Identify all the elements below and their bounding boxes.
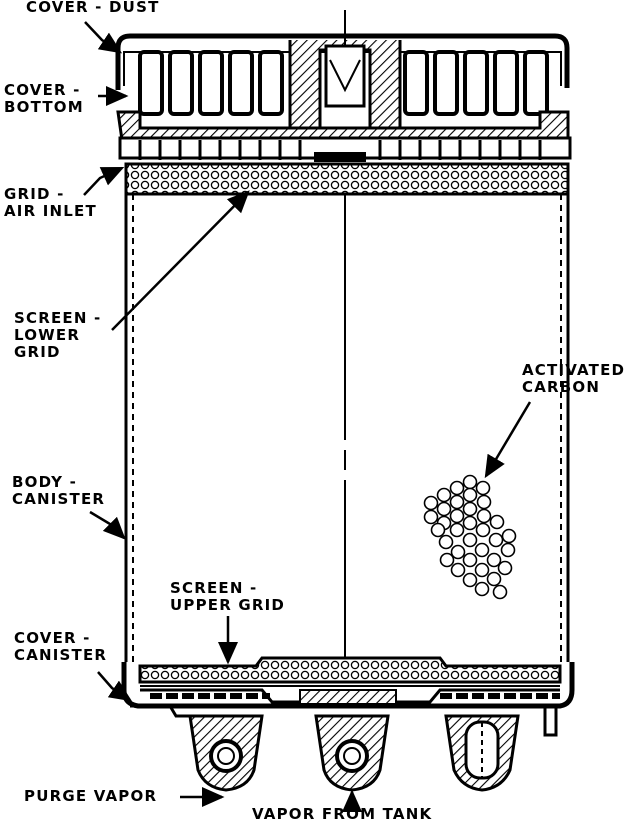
label-line: COVER - DUST [26, 0, 160, 16]
label-line: BODY - [12, 473, 78, 491]
label-line: ACTIVATED [522, 361, 626, 379]
label-line: SCREEN - [14, 309, 102, 327]
label-line: SCREEN - [170, 579, 258, 597]
canister-body [124, 194, 570, 662]
label-line: PURGE VAPOR [24, 787, 158, 805]
label-line: UPPER GRID [170, 596, 286, 614]
label-vapor-from-tank: VAPOR FROM TANK [252, 806, 432, 823]
third-port [444, 714, 520, 792]
label-line: CANISTER [14, 646, 108, 664]
activated-carbon-granules [423, 474, 517, 600]
label-purge-vapor: PURGE VAPOR [24, 788, 157, 805]
label-line: GRID - [4, 185, 65, 203]
purge-vapor-port [188, 714, 264, 792]
label-cover-dust: COVER - DUST [26, 0, 160, 16]
label-line: BOTTOM [4, 98, 84, 116]
label-screen-lower-grid: SCREEN - LOWER GRID [14, 310, 101, 361]
dust-cover [115, 10, 570, 132]
leader-lines [83, 21, 532, 812]
label-screen-upper-grid: SCREEN - UPPER GRID [170, 580, 285, 614]
lower-grid-screen [124, 162, 570, 196]
upper-grid-screen [138, 656, 562, 687]
label-body-canister: BODY - CANISTER [12, 474, 105, 508]
label-line: COVER - [14, 629, 91, 647]
label-line: LOWER [14, 326, 81, 344]
label-line: VAPOR FROM TANK [252, 805, 433, 823]
label-line: AIR INLET [4, 202, 97, 220]
label-line: COVER - [4, 81, 81, 99]
label-line: GRID [14, 343, 61, 361]
label-cover-canister: COVER - CANISTER [14, 630, 107, 664]
label-line: CANISTER [12, 490, 106, 508]
lid-bottom-cover [116, 110, 572, 162]
label-line: CARBON [522, 378, 601, 396]
vapor-from-tank-port [314, 714, 390, 792]
label-cover-bottom: COVER - BOTTOM [4, 82, 84, 116]
label-grid-air-inlet: GRID - AIR INLET [4, 186, 97, 220]
label-activated-carbon: ACTIVATED CARBON [522, 362, 625, 396]
